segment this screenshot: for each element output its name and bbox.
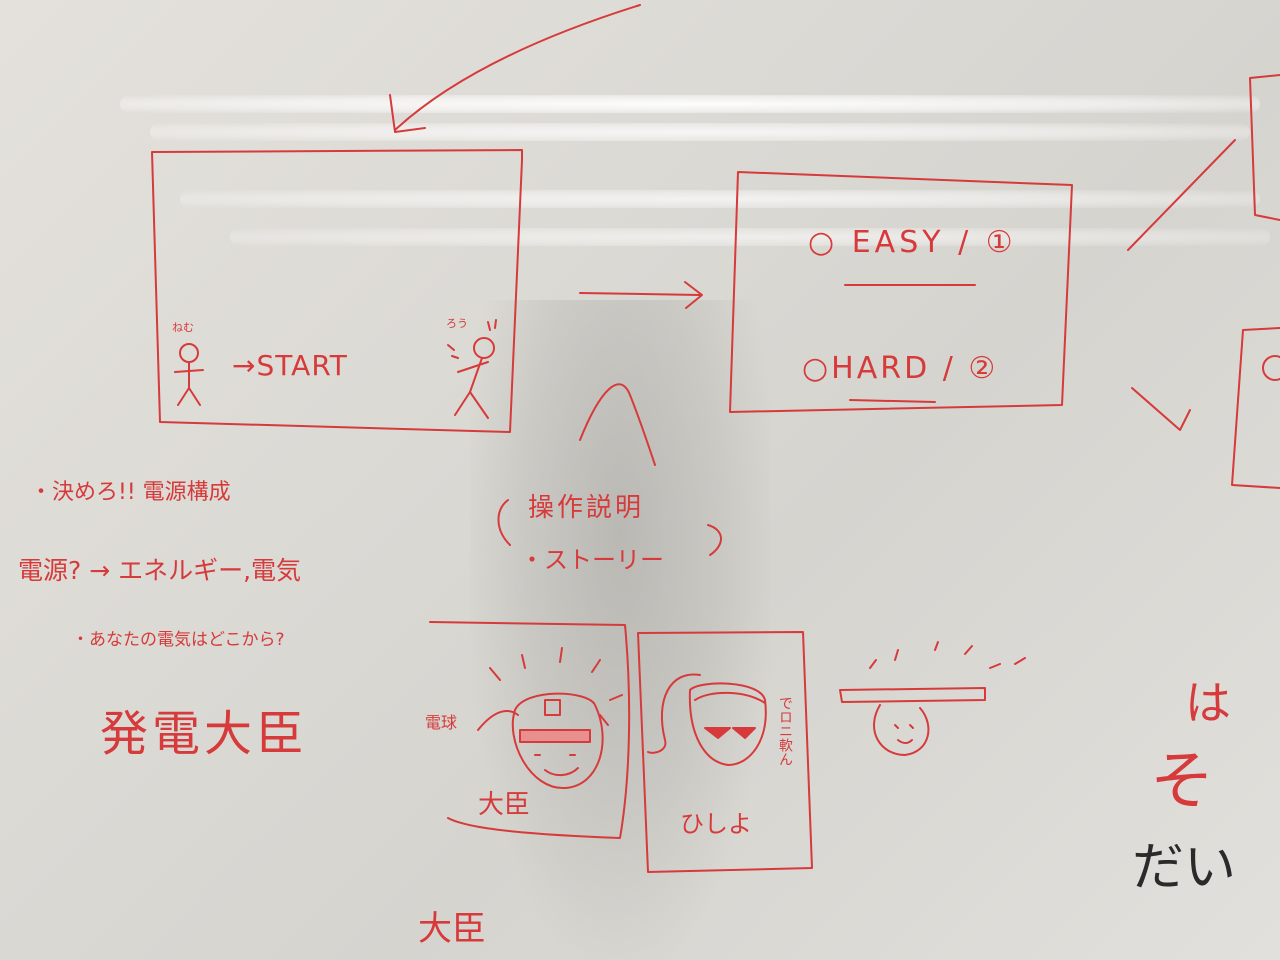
arrow-up-right [1127,139,1236,251]
note-power-energy: 電源? → エネルギー,電気 [18,556,302,585]
girl-side-text: でロニ軟ん [777,696,793,766]
left-figure-caption: ねむ [172,321,194,334]
minister-panel-border [429,621,631,839]
instructions-title: 操作説明 [528,493,645,523]
light-reflection [180,190,1260,208]
hard-underline [849,399,936,403]
bracket-right [707,524,722,556]
arrow-down-right [1131,387,1191,431]
note-decide-power-mix: ・決めろ!! 電源構成 [30,480,231,505]
partial-circle [1262,355,1280,381]
edge-text-so: そ [1150,745,1214,819]
person-shadow [470,300,770,960]
minister-caption: 大臣 [478,790,531,820]
bracket-left [497,499,511,546]
girl-face [647,673,767,766]
easy-option: ○ EASY / ① [808,225,1017,260]
big-title-label: 発電大臣 [100,706,309,762]
stick-figure-right [447,319,497,419]
partial-frame-top [1249,74,1280,221]
edge-text-ha: は [1185,676,1231,730]
stick-figure-left [174,343,204,406]
right-figure-caption: ろう [446,317,468,330]
minister-side-label: 電球 [425,713,458,732]
bottom-label: 大臣 [418,909,486,949]
level-select-frame [729,171,1073,413]
instructions-story: ・ストーリー [520,546,664,574]
curved-arrow [394,4,641,131]
transition-arrow [579,281,703,309]
hard-option: ○HARD / ② [802,351,999,386]
note-where-electricity: ・あなたの電気はどこから? [72,630,285,650]
minister-face [477,647,623,790]
title-screen-frame [151,149,523,433]
girl-caption: ひしよ [680,810,752,838]
caret-mark [579,383,656,466]
start-label: →START [232,349,348,382]
light-reflection [230,228,1270,246]
arrow-head [389,94,426,133]
light-reflection [120,95,1260,113]
partial-frame-mid [1231,327,1280,489]
bar-over-head [839,641,1026,756]
edge-text-dai: だい [1132,838,1237,898]
girl-panel-border [637,631,813,873]
